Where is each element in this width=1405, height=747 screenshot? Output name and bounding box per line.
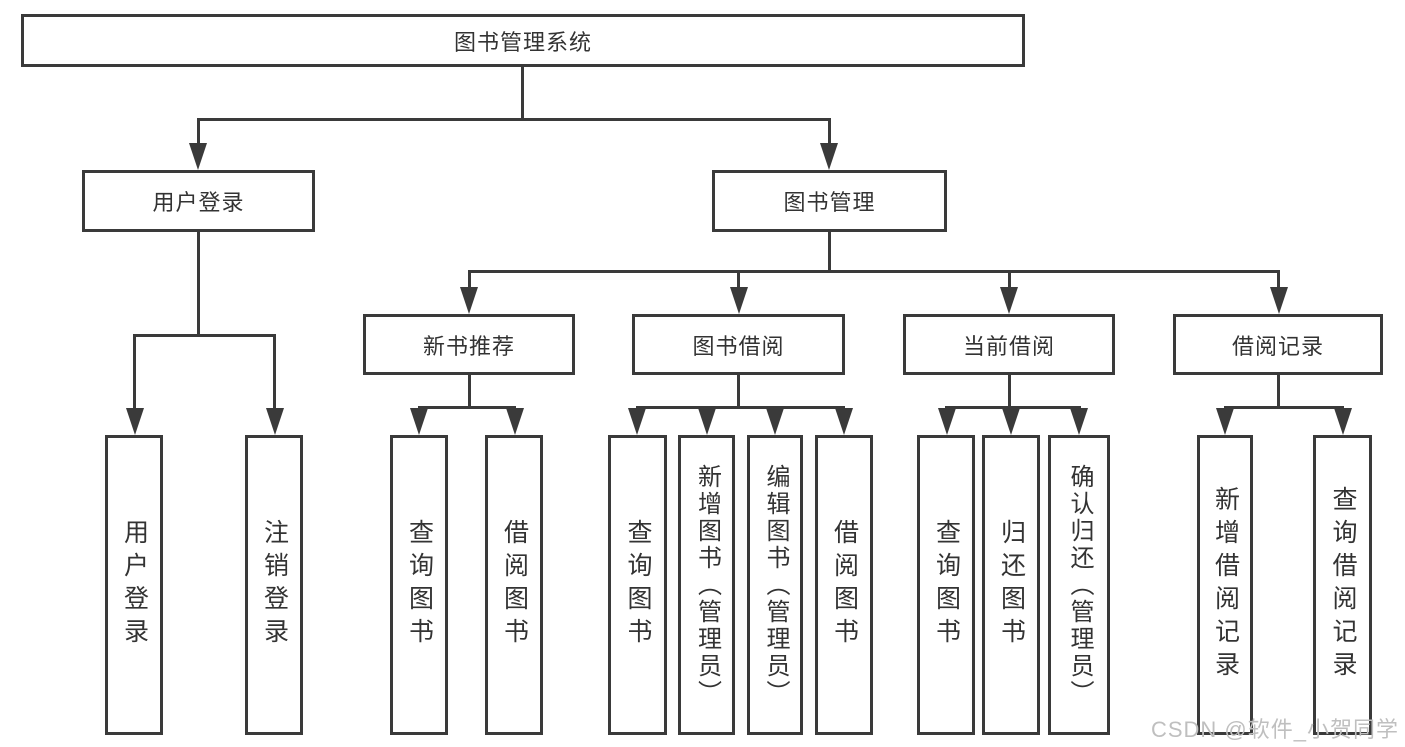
leaf-borrow-books-2: 借阅图书 bbox=[815, 435, 873, 735]
csdn-watermark: CSDN @软件_小贺同学 bbox=[1150, 717, 1399, 742]
node-borrow-record: 借阅记录 bbox=[1173, 314, 1383, 375]
node-book-borrow: 图书借阅 bbox=[632, 314, 845, 375]
connector-line bbox=[197, 118, 831, 121]
node-book-management: 图书管理 bbox=[712, 170, 947, 232]
arrow-down-icon bbox=[410, 408, 428, 435]
arrow-down-icon bbox=[820, 143, 838, 170]
connector-line bbox=[1224, 406, 1343, 409]
leaf-return-books-label: 归还图书 bbox=[997, 519, 1026, 651]
leaf-confirm-return-admin-label: 确认归还（管理员） bbox=[1066, 463, 1093, 707]
connector-line bbox=[1008, 270, 1011, 292]
leaf-query-borrow-record: 查询借阅记录 bbox=[1313, 435, 1372, 735]
leaf-edit-books-admin-label: 编辑图书（管理员） bbox=[762, 463, 789, 707]
leaf-add-borrow-record: 新增借阅记录 bbox=[1197, 435, 1253, 735]
connector-line bbox=[273, 334, 276, 412]
connector-line bbox=[521, 67, 524, 120]
arrow-down-icon bbox=[1270, 287, 1288, 314]
connector-line bbox=[133, 334, 136, 412]
leaf-borrow-books-1: 借阅图书 bbox=[485, 435, 543, 735]
connector-line bbox=[737, 375, 740, 408]
connector-line bbox=[197, 118, 200, 150]
arrow-down-icon bbox=[460, 287, 478, 314]
node-current-borrow-label: 当前借阅 bbox=[962, 333, 1055, 359]
leaf-query-books-3: 查询图书 bbox=[917, 435, 975, 735]
leaf-user-login: 用户登录 bbox=[105, 435, 163, 735]
leaf-query-books-2: 查询图书 bbox=[608, 435, 667, 735]
leaf-add-books-admin-label: 新增图书（管理员） bbox=[693, 463, 721, 707]
arrow-down-icon bbox=[506, 408, 524, 435]
leaf-logout: 注销登录 bbox=[245, 435, 303, 735]
arrow-down-icon bbox=[189, 143, 207, 170]
leaf-add-borrow-record-label: 新增借阅记录 bbox=[1211, 486, 1240, 684]
node-borrow-record-label: 借阅记录 bbox=[1231, 333, 1324, 359]
connector-line bbox=[468, 270, 471, 292]
node-current-borrow: 当前借阅 bbox=[903, 314, 1115, 375]
node-new-book-recommend: 新书推荐 bbox=[363, 314, 575, 375]
connector-line bbox=[468, 270, 1280, 273]
node-new-book-recommend-label: 新书推荐 bbox=[422, 333, 515, 359]
leaf-logout-label: 注销登录 bbox=[260, 519, 289, 651]
leaf-query-books-2-label: 查询图书 bbox=[624, 519, 652, 651]
arrow-down-icon bbox=[835, 408, 853, 435]
arrow-down-icon bbox=[1002, 408, 1020, 435]
connector-line bbox=[133, 334, 276, 337]
leaf-query-books-3-label: 查询图书 bbox=[932, 519, 961, 651]
arrow-down-icon bbox=[766, 408, 784, 435]
connector-line bbox=[197, 232, 200, 336]
leaf-add-books-admin: 新增图书（管理员） bbox=[678, 435, 735, 735]
arrow-down-icon bbox=[938, 408, 956, 435]
node-root-label: 图书管理系统 bbox=[453, 29, 592, 55]
leaf-confirm-return-admin: 确认归还（管理员） bbox=[1048, 435, 1110, 735]
node-root: 图书管理系统 bbox=[21, 14, 1025, 67]
arrow-down-icon bbox=[1000, 287, 1018, 314]
connector-line bbox=[828, 232, 831, 272]
connector-line bbox=[636, 406, 845, 409]
node-user-login-label: 用户登录 bbox=[152, 190, 245, 215]
leaf-borrow-books-1-label: 借阅图书 bbox=[500, 519, 529, 651]
connector-line bbox=[828, 118, 831, 150]
connector-line bbox=[418, 406, 516, 409]
arrow-down-icon bbox=[126, 408, 144, 435]
arrow-down-icon bbox=[1334, 408, 1352, 435]
node-user-login: 用户登录 bbox=[82, 170, 315, 232]
arrow-down-icon bbox=[266, 408, 284, 435]
leaf-edit-books-admin: 编辑图书（管理员） bbox=[747, 435, 803, 735]
leaf-query-books-1: 查询图书 bbox=[390, 435, 448, 735]
leaf-user-login-label: 用户登录 bbox=[120, 519, 149, 651]
node-book-borrow-label: 图书借阅 bbox=[692, 333, 785, 359]
arrow-down-icon bbox=[1216, 408, 1234, 435]
connector-line bbox=[1277, 375, 1280, 408]
node-book-management-label: 图书管理 bbox=[783, 190, 876, 215]
arrow-down-icon bbox=[698, 408, 716, 435]
arrow-down-icon bbox=[628, 408, 646, 435]
connector-line bbox=[737, 270, 740, 292]
leaf-query-books-1-label: 查询图书 bbox=[405, 519, 434, 651]
arrow-down-icon bbox=[730, 287, 748, 314]
arrow-down-icon bbox=[1070, 408, 1088, 435]
connector-line bbox=[468, 375, 471, 408]
leaf-query-borrow-record-label: 查询借阅记录 bbox=[1329, 486, 1357, 684]
connector-line bbox=[1277, 270, 1280, 292]
leaf-borrow-books-2-label: 借阅图书 bbox=[830, 519, 859, 651]
connector-line bbox=[1008, 375, 1011, 408]
leaf-return-books: 归还图书 bbox=[982, 435, 1040, 735]
